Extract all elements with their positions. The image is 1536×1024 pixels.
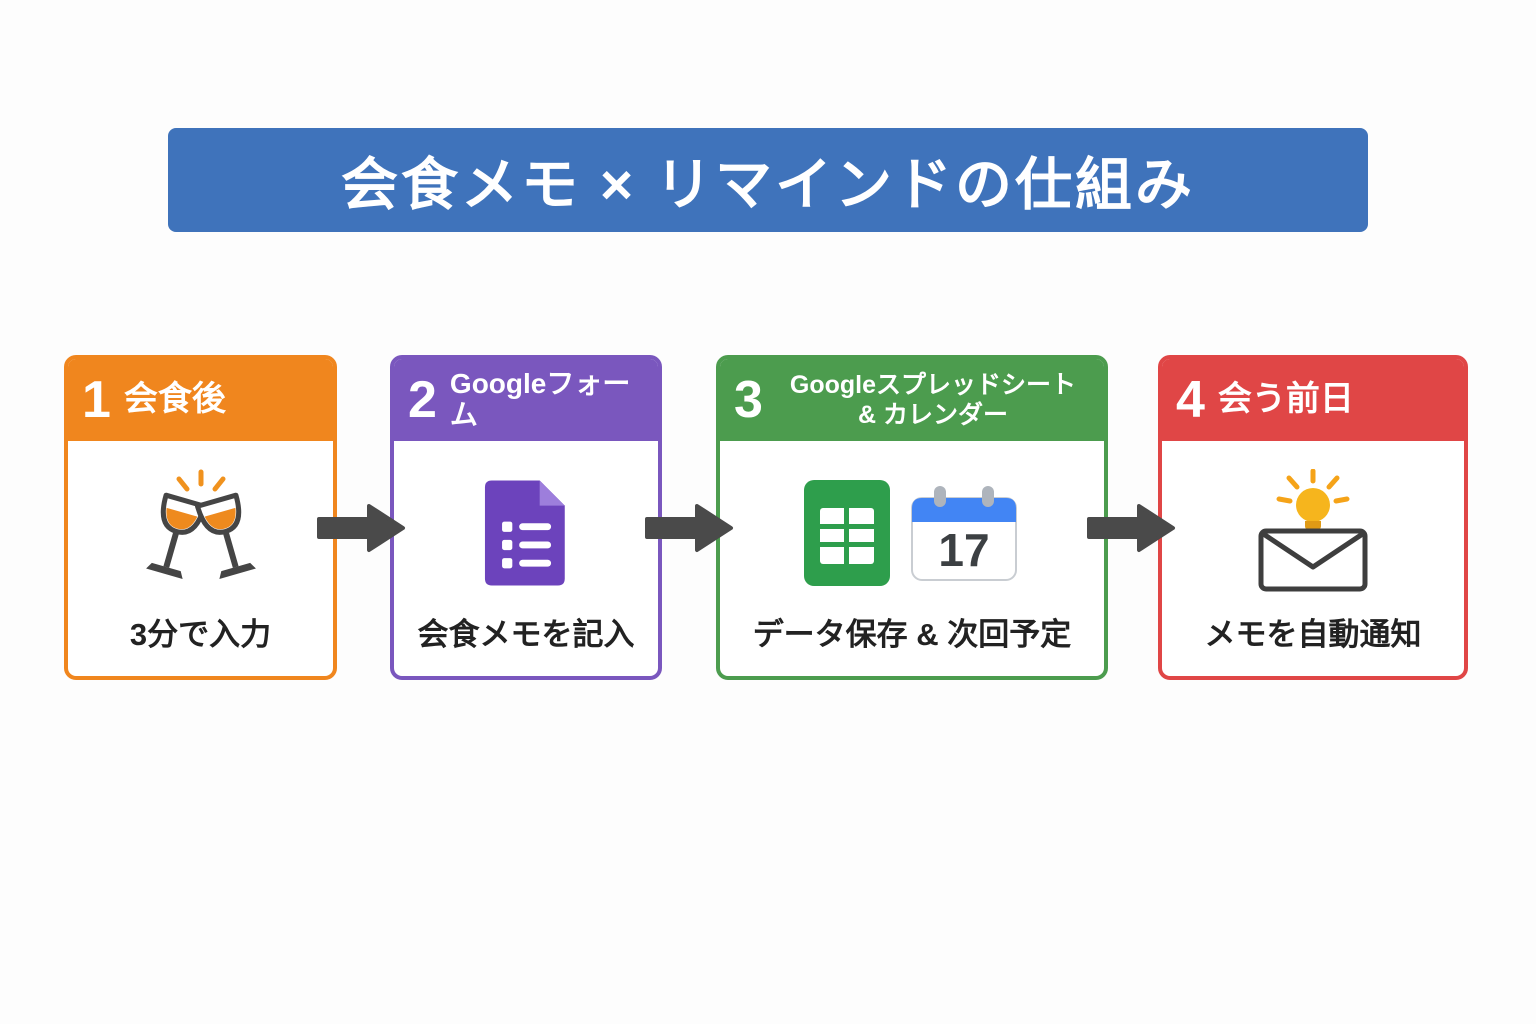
step-3-body: 17 データ保存 & 次回予定 bbox=[720, 441, 1104, 676]
step-3-icon-area: 17 bbox=[804, 457, 1020, 609]
envelope-icon bbox=[1258, 528, 1368, 592]
flow-arrow-1 bbox=[317, 504, 405, 552]
wine-glasses-icon bbox=[145, 469, 256, 580]
page-title: 会食メモ × リマインドの仕組み bbox=[341, 153, 1195, 217]
step-card-day-before: 4 会う前日 メモを自動通知 bbox=[1158, 355, 1468, 680]
step-4-header: 4 会う前日 bbox=[1162, 359, 1464, 441]
step-3-caption: データ保存 & 次回予定 bbox=[752, 617, 1072, 652]
step-4-label: 会う前日 bbox=[1217, 380, 1354, 419]
step-1-icon-area bbox=[115, 457, 287, 609]
step-4-caption: メモを自動通知 bbox=[1204, 617, 1422, 652]
step-2-number: 2 bbox=[408, 371, 437, 429]
step-3-number: 3 bbox=[734, 371, 763, 429]
step-1-number: 1 bbox=[82, 371, 111, 429]
step-2-body: 会食メモを記入 bbox=[394, 441, 658, 676]
step-4-body: メモを自動通知 bbox=[1162, 441, 1464, 676]
flow-arrow-3 bbox=[1087, 504, 1175, 552]
step-2-label: Googleフォーム bbox=[449, 368, 631, 430]
step-2-icon-area bbox=[469, 457, 583, 609]
flow-arrow-2 bbox=[645, 504, 733, 552]
step-3-header: 3 Googleスプレッドシート & カレンダー bbox=[720, 359, 1104, 441]
calendar-day-number: 17 bbox=[938, 524, 989, 576]
google-forms-icon bbox=[484, 480, 565, 586]
google-sheets-icon bbox=[804, 480, 890, 586]
step-card-google-form: 2 Googleフォーム 会食メモを記入 bbox=[390, 355, 662, 680]
step-1-body: 3分で入力 bbox=[68, 441, 333, 676]
lightbulb-icon bbox=[1296, 488, 1330, 522]
step-2-header: 2 Googleフォーム bbox=[394, 359, 658, 441]
calendar-icon: 17 bbox=[911, 486, 1017, 581]
step-2-caption: 会食メモを記入 bbox=[417, 617, 635, 652]
step-4-number: 4 bbox=[1176, 371, 1205, 429]
step-1-caption: 3分で入力 bbox=[129, 617, 272, 652]
step-4-icon-area bbox=[1233, 457, 1393, 609]
mail-notification-icon bbox=[1258, 469, 1368, 592]
step-3-label: Googleスプレッドシート & カレンダー bbox=[776, 370, 1090, 430]
step-1-label: 会食後 bbox=[123, 380, 226, 419]
step-1-header: 1 会食後 bbox=[68, 359, 333, 441]
step-card-after-dinner: 1 会食後 bbox=[64, 355, 337, 680]
step-3-label-line1: Googleスプレッドシート bbox=[789, 371, 1077, 399]
title-banner: 会食メモ × リマインドの仕組み bbox=[168, 128, 1368, 232]
step-card-sheets-calendar: 3 Googleスプレッドシート & カレンダー bbox=[716, 355, 1108, 680]
step-3-label-line2: & カレンダー bbox=[857, 401, 1008, 429]
